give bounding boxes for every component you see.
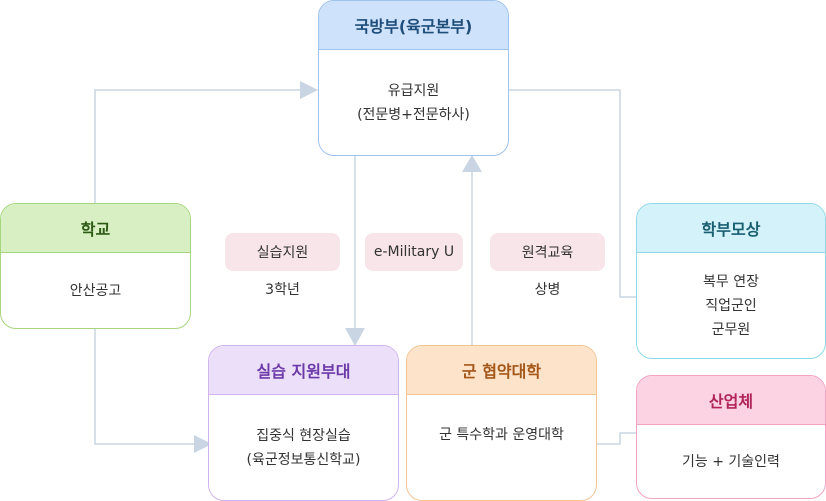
arrowhead-mnd-left <box>300 81 318 99</box>
unit-line-2: (육군정보통신학교) <box>246 451 361 468</box>
parents-line-3: 군무원 <box>711 321 751 338</box>
remote-edu-pill: 원격교육 <box>490 233 605 271</box>
mnd-to-parents-line <box>508 89 636 298</box>
parents-line-1: 복무 연장 <box>703 273 759 290</box>
arrowhead-mnd-bottom <box>462 155 482 172</box>
parents-title: 학부모상 <box>637 204 825 253</box>
mnd-node: 국방부(육군본부) 유급지원 (전문병+전문하사) <box>318 0 509 156</box>
univ-title: 군 협약대학 <box>407 346 596 395</box>
parents-line-2: 직업군인 <box>705 297 757 314</box>
arrowhead-unit-left <box>194 435 212 453</box>
mnd-title: 국방부(육군본부) <box>319 1 508 50</box>
practice-support-pill: 실습지원 <box>225 233 340 271</box>
industry-line-1: 기능 + 기술인력 <box>682 453 780 470</box>
univ-to-industry-line <box>596 432 636 445</box>
emilitary-pill: e-Military U <box>365 233 463 271</box>
univ-node: 군 협약대학 군 특수학과 운영대학 <box>406 345 597 501</box>
univ-line-1: 군 특수학과 운영대학 <box>439 427 564 443</box>
soldier-caption: 상병 <box>534 282 561 298</box>
unit-node: 실습 지원부대 집중식 현장실습 (육군정보통신학교) <box>208 345 399 501</box>
mnd-line-2: (전문병+전문하사) <box>357 106 470 123</box>
school-line-1: 안산공고 <box>69 282 122 299</box>
industry-title: 산업체 <box>637 376 825 425</box>
school-to-mnd-line <box>94 89 300 203</box>
unit-line-1: 집중식 현장실습 <box>256 427 351 444</box>
school-node: 학교 안산공고 <box>0 203 191 329</box>
school-to-unit-line <box>94 328 194 445</box>
grade3-caption: 3학년 <box>265 282 300 298</box>
industry-node: 산업체 기능 + 기술인력 <box>636 375 826 499</box>
unit-title: 실습 지원부대 <box>209 346 398 395</box>
arrowhead-unit-top <box>345 328 365 346</box>
mnd-line-1: 유급지원 <box>387 82 440 99</box>
parents-node: 학부모상 복무 연장 직업군인 군무원 <box>636 203 826 359</box>
school-title: 학교 <box>1 204 190 253</box>
